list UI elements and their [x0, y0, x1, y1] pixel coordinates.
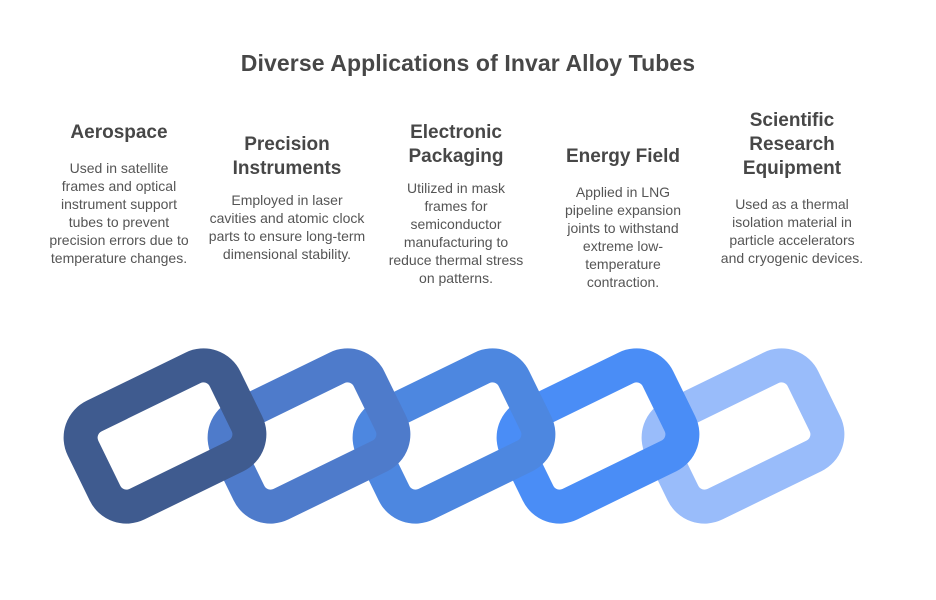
item-aerospace: Aerospace Used in satellite frames and o… — [48, 121, 190, 267]
item-heading: Scientific Research Equipment — [742, 110, 842, 179]
item-heading: Electronic Packaging — [408, 122, 504, 167]
item-precision-instruments: Precision Instruments Employed in laser … — [208, 133, 366, 263]
item-description: Utilized in mask frames for semiconducto… — [388, 180, 524, 286]
item-description: Used as a thermal isolation material in … — [720, 196, 864, 266]
item-heading: Precision Instruments — [232, 134, 342, 179]
item-description: Used in satellite frames and optical ins… — [49, 160, 189, 266]
chain-link-1 — [63, 348, 267, 524]
item-description: Applied in LNG pipeline expansion joints… — [565, 184, 681, 290]
item-scientific-research-equipment: Scientific Research Equipment Used as a … — [718, 109, 866, 267]
item-heading: Aerospace — [70, 122, 168, 143]
item-heading: Energy Field — [565, 146, 681, 167]
item-electronic-packaging: Electronic Packaging Utilized in mask fr… — [388, 121, 524, 287]
chain-link-1-shape — [63, 348, 267, 524]
item-description: Employed in laser cavities and atomic cl… — [208, 192, 366, 262]
page-title: Diverse Applications of Invar Alloy Tube… — [240, 50, 696, 76]
item-energy-field: Energy Field Applied in LNG pipeline exp… — [552, 145, 694, 291]
